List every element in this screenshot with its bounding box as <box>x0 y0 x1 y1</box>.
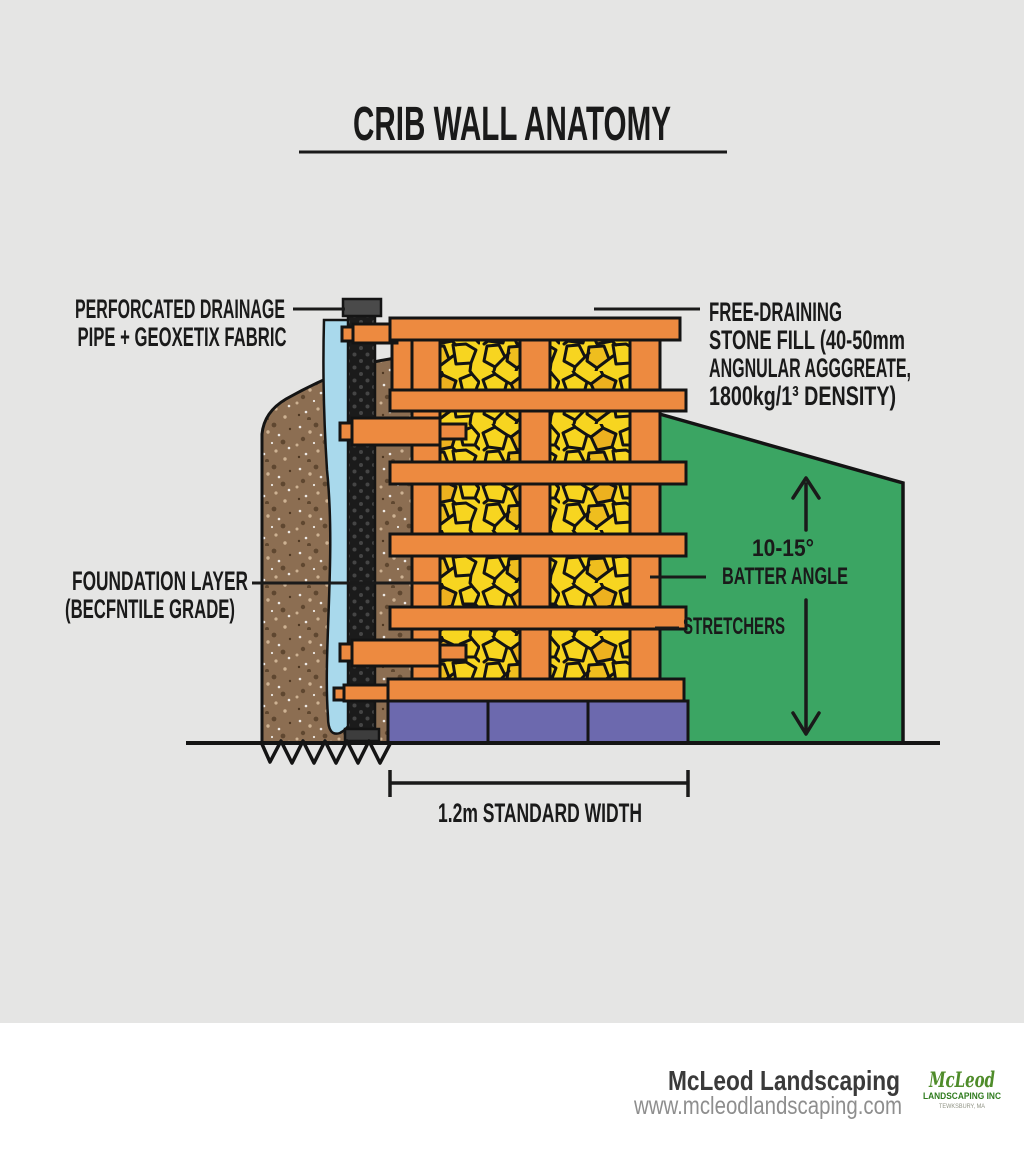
backfill-slope-outline <box>655 411 905 741</box>
logo-location: TEWKSBURY, MA <box>939 1103 986 1110</box>
stone-fill-cell <box>438 480 522 539</box>
batter-arrow-down-head <box>791 711 821 736</box>
drainage-pipe <box>346 301 377 741</box>
crib-beam <box>388 460 688 486</box>
label-batter-line2: BATTER ANGLE <box>722 563 848 590</box>
soil-zigzag-edge <box>260 739 392 765</box>
batter-arrow-up-head <box>791 476 821 500</box>
label-stone-line4: 1800kg/1³ DENSITY) <box>709 381 896 411</box>
header-connector-flange <box>338 421 354 442</box>
label-foundation-line2: (BECFNTILE GRADE) <box>65 594 235 624</box>
pipe-collar-top <box>340 325 355 343</box>
footer-website: www.mcleodlandscaping.com <box>633 1092 902 1120</box>
logo-name: McLeod <box>928 1067 995 1092</box>
stone-fill-cell <box>548 552 632 611</box>
backfill-slope <box>660 414 903 743</box>
foundation-block <box>586 699 690 745</box>
pipe-top-cap <box>341 297 383 318</box>
footer-company-name: McLeod Landscaping <box>668 1065 900 1096</box>
crib-beam <box>388 388 688 413</box>
stone-fill-cell <box>438 335 522 394</box>
label-foundation-line1: FOUNDATION LAYER <box>72 566 248 596</box>
header-connector-upper <box>350 416 442 447</box>
stone-fill-cell <box>438 552 522 611</box>
pipe-bottom-cap <box>343 727 381 743</box>
header-connector-upper-tip <box>438 422 468 441</box>
header-connector-lower <box>350 638 442 668</box>
label-stone-line2: STONE FILL (40-50mm <box>709 325 905 355</box>
label-batter-line1: 10-15° <box>752 535 814 562</box>
foundation-block <box>386 699 490 745</box>
label-stone-line1: FREE-DRAINING <box>709 297 842 327</box>
page-title: CRIB WALL ANATOMY <box>353 98 671 151</box>
stone-fill-cell <box>548 480 632 539</box>
footer-background <box>0 1023 1024 1154</box>
label-stretchers: STRETCHERS <box>683 613 785 640</box>
crib-beam <box>388 532 688 558</box>
crib-base-beam <box>386 677 686 703</box>
crib-beam <box>388 316 682 342</box>
stone-fill-cell <box>548 625 632 684</box>
stone-fill-cell <box>548 335 632 394</box>
company-logo: McLeod LANDSCAPING INC TEWKSBURY, MA <box>923 1067 1001 1110</box>
label-stone-line3: ANGNULAR AGGGREATE, <box>709 353 911 383</box>
label-drainage-line1: PERFORCATED DRAINAGE <box>75 294 285 324</box>
header-connector-flange <box>338 642 354 663</box>
header-connector-lower-tip <box>438 643 468 662</box>
width-dimension-label: 1.2m STANDARD WIDTH <box>438 798 642 828</box>
crib-beam <box>388 605 688 631</box>
label-drainage-line2: PIPE + GEOXETIX FABRIC <box>78 322 287 352</box>
logo-subtitle: LANDSCAPING INC <box>923 1091 1001 1101</box>
stone-fill-cell <box>548 407 632 466</box>
foundation-block <box>486 699 590 745</box>
